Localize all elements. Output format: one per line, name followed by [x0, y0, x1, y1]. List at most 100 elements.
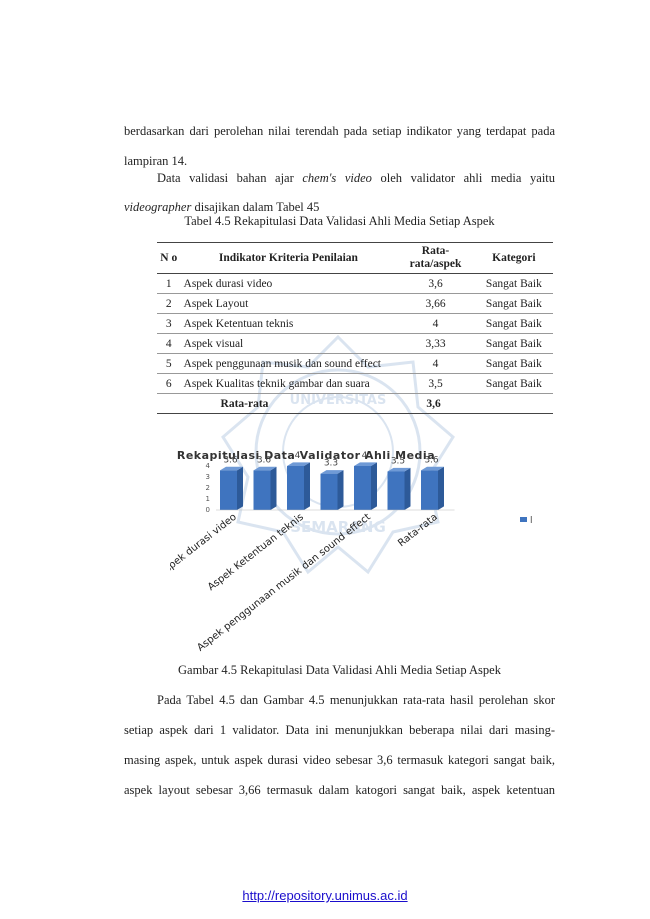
legend-swatch — [520, 517, 527, 522]
header-category: Kategori — [492, 251, 536, 264]
y-tick-label: 3 — [206, 473, 210, 481]
bar-top — [387, 467, 411, 472]
bar — [387, 471, 405, 510]
table-row: 1 Aspek durasi video 3,6 Sangat Baik — [157, 274, 553, 294]
cell-average: 3,6 — [428, 277, 443, 290]
chart-title: Rekapitulasi Data Validator Ahli Media — [177, 449, 435, 462]
paragraph-bottom-line-3: masing aspek, untuk aspek durasi video s… — [124, 753, 555, 767]
bar — [220, 470, 237, 510]
data-label: 3.3 — [324, 459, 338, 469]
header-no: N o — [160, 251, 178, 264]
bar-side — [371, 462, 377, 510]
validation-table: N o Indikator Kriteria Penilaian Rata-ra… — [157, 242, 553, 414]
bar-chart: Rekapitulasi Data Validator Ahli Media 0… — [170, 449, 533, 654]
cell-indicator: Aspek penggunaan musik dan sound effect — [183, 357, 381, 370]
legend-label: l — [530, 516, 533, 526]
table-row: 3 Aspek Ketentuan teknis 4 Sangat Baik — [157, 314, 553, 334]
cell-no: 4 — [165, 337, 172, 350]
header-average: Rata-rata/aspek — [409, 245, 462, 270]
paragraph-top-line-2: lampiran 14. — [124, 154, 188, 168]
table-row: 2 Aspek Layout 3,66 Sangat Baik — [157, 294, 553, 314]
paragraph-top-line-4: videographer disajikan dalam Tabel 45 — [124, 199, 319, 215]
legend: l — [520, 516, 533, 526]
paragraph-bottom-line-2: setiap aspek dari 1 validator. Data ini … — [124, 723, 555, 737]
bar-top — [253, 466, 277, 471]
cell-average: 3,66 — [425, 297, 446, 310]
bar-side — [237, 466, 243, 510]
paragraph-bottom-line-4: aspek layout sebesar 3,66 termasuk dalam… — [124, 783, 555, 797]
paragraph-bottom-line-1: Pada Tabel 4.5 dan Gambar 4.5 menunjukka… — [157, 693, 555, 707]
data-label: 3.5 — [391, 457, 405, 467]
bar — [253, 470, 271, 510]
bar-top — [287, 462, 310, 466]
table-row: 5 Aspek penggunaan musik dan sound effec… — [157, 354, 553, 374]
y-tick-label: 2 — [206, 484, 210, 492]
cell-average: 3,5 — [428, 377, 443, 390]
table-row: 6 Aspek Kualitas teknik gambar dan suara… — [157, 374, 553, 394]
text-run: disajikan dalam Tabel 45 — [194, 200, 320, 214]
paragraph-top-line-3: Data validasi bahan ajar chem's video ol… — [157, 170, 555, 186]
cell-category: Sangat Baik — [485, 357, 542, 370]
cell-indicator: Aspek durasi video — [183, 277, 273, 290]
table-body: 1 Aspek durasi video 3,6 Sangat Baik 2 A… — [157, 274, 553, 414]
cell-indicator: Aspek Ketentuan teknis — [183, 317, 294, 330]
bar — [320, 473, 338, 510]
x-tick-label: Rata-rata — [396, 512, 440, 549]
data-label: 3.6 — [424, 455, 439, 465]
italic-run: videographer — [124, 200, 192, 214]
bar-side — [404, 467, 411, 510]
y-tick-label: 0 — [206, 506, 210, 514]
total-value: 3,6 — [426, 397, 441, 410]
table-header-row: N o Indikator Kriteria Penilaian Rata-ra… — [157, 242, 553, 274]
svg-text:SEMARANG: SEMARANG — [290, 518, 386, 536]
y-axis: 0 1 2 3 4 — [206, 462, 211, 514]
cell-indicator: Aspek visual — [183, 337, 244, 350]
cell-indicator: Aspek Kualitas teknik gambar dan suara — [183, 377, 370, 390]
text-run: oleh validator ahli media yaitu — [380, 171, 556, 185]
data-label: 4 — [295, 451, 301, 461]
cell-empty — [157, 394, 181, 414]
cell-no: 5 — [165, 357, 172, 370]
bar-side — [337, 470, 344, 510]
table-caption: Tabel 4.5 Rekapitulasi Data Validasi Ahl… — [184, 214, 495, 228]
cell-indicator: Aspek Layout — [183, 297, 249, 310]
header-indicator: Indikator Kriteria Penilaian — [218, 251, 358, 264]
text-run: Data validasi bahan ajar — [157, 171, 294, 185]
cell-no: 2 — [165, 297, 172, 310]
bar-top — [320, 470, 344, 474]
data-label: 4 — [362, 451, 368, 461]
svg-text:UNIVERSITAS: UNIVERSITAS — [290, 393, 387, 408]
cell-no: 3 — [165, 317, 172, 330]
cell-no: 6 — [165, 377, 172, 390]
total-label: Rata-rata — [220, 397, 269, 410]
cell-category: Sangat Baik — [485, 317, 542, 330]
bar-side — [438, 466, 444, 510]
y-tick-label: 4 — [206, 462, 211, 470]
bar-top — [354, 462, 377, 466]
data-label: 3.6 — [257, 455, 272, 465]
bar-series: 3.6 3.6 4 3.3 4 3.5 3.6 — [216, 451, 455, 511]
figure-caption: Gambar 4.5 Rekapitulasi Data Validasi Ah… — [178, 663, 501, 677]
repository-link[interactable]: http://repository.unimus.ac.id — [242, 888, 408, 903]
bar-top — [421, 466, 444, 471]
cell-average: 3,33 — [425, 337, 446, 350]
bar — [287, 466, 304, 510]
bar-side — [270, 466, 277, 510]
cell-category: Sangat Baik — [485, 337, 542, 350]
table-row: 4 Aspek visual 3,33 Sangat Baik — [157, 334, 553, 354]
cell-average: 4 — [432, 357, 439, 370]
cell-category: Sangat Baik — [485, 297, 542, 310]
bar — [354, 466, 371, 510]
paragraph-top-line-1: berdasarkan dari perolehan nilai terenda… — [124, 124, 555, 138]
university-seal-watermark: UNIVERSITAS SEMARANG — [221, 334, 455, 575]
cell-average: 4 — [432, 317, 439, 330]
bar-side — [304, 462, 310, 510]
bar — [421, 470, 438, 510]
cell-category: Sangat Baik — [485, 277, 542, 290]
data-label: 3.6 — [223, 455, 238, 465]
y-tick-label: 1 — [206, 495, 210, 503]
cell-no: 1 — [165, 277, 172, 290]
bar-top — [220, 466, 243, 471]
cell-category: Sangat Baik — [485, 377, 542, 390]
